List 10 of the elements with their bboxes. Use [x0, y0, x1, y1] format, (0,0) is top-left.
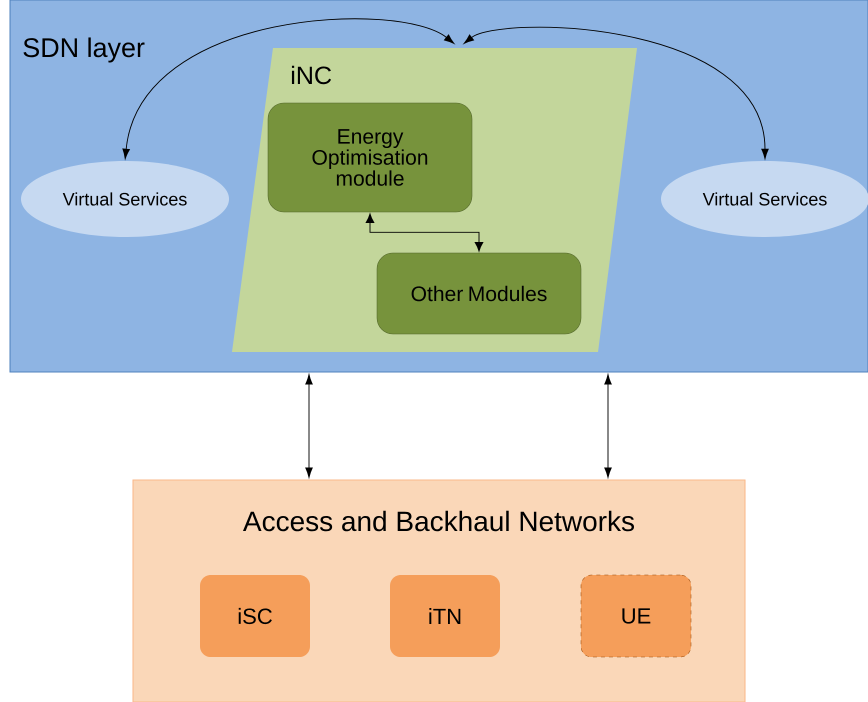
module-box: Other Modules: [376, 252, 582, 334]
arrow: [366, 214, 484, 252]
element-box: iSC: [200, 575, 310, 657]
arrow: [464, 26, 769, 160]
element-box: UE: [580, 574, 692, 658]
element-box: iTN: [390, 575, 500, 657]
arrow: [122, 18, 454, 160]
arrow: [604, 374, 612, 478]
arrow: [305, 374, 313, 478]
module-box: Energy Optimisation module: [268, 102, 472, 212]
